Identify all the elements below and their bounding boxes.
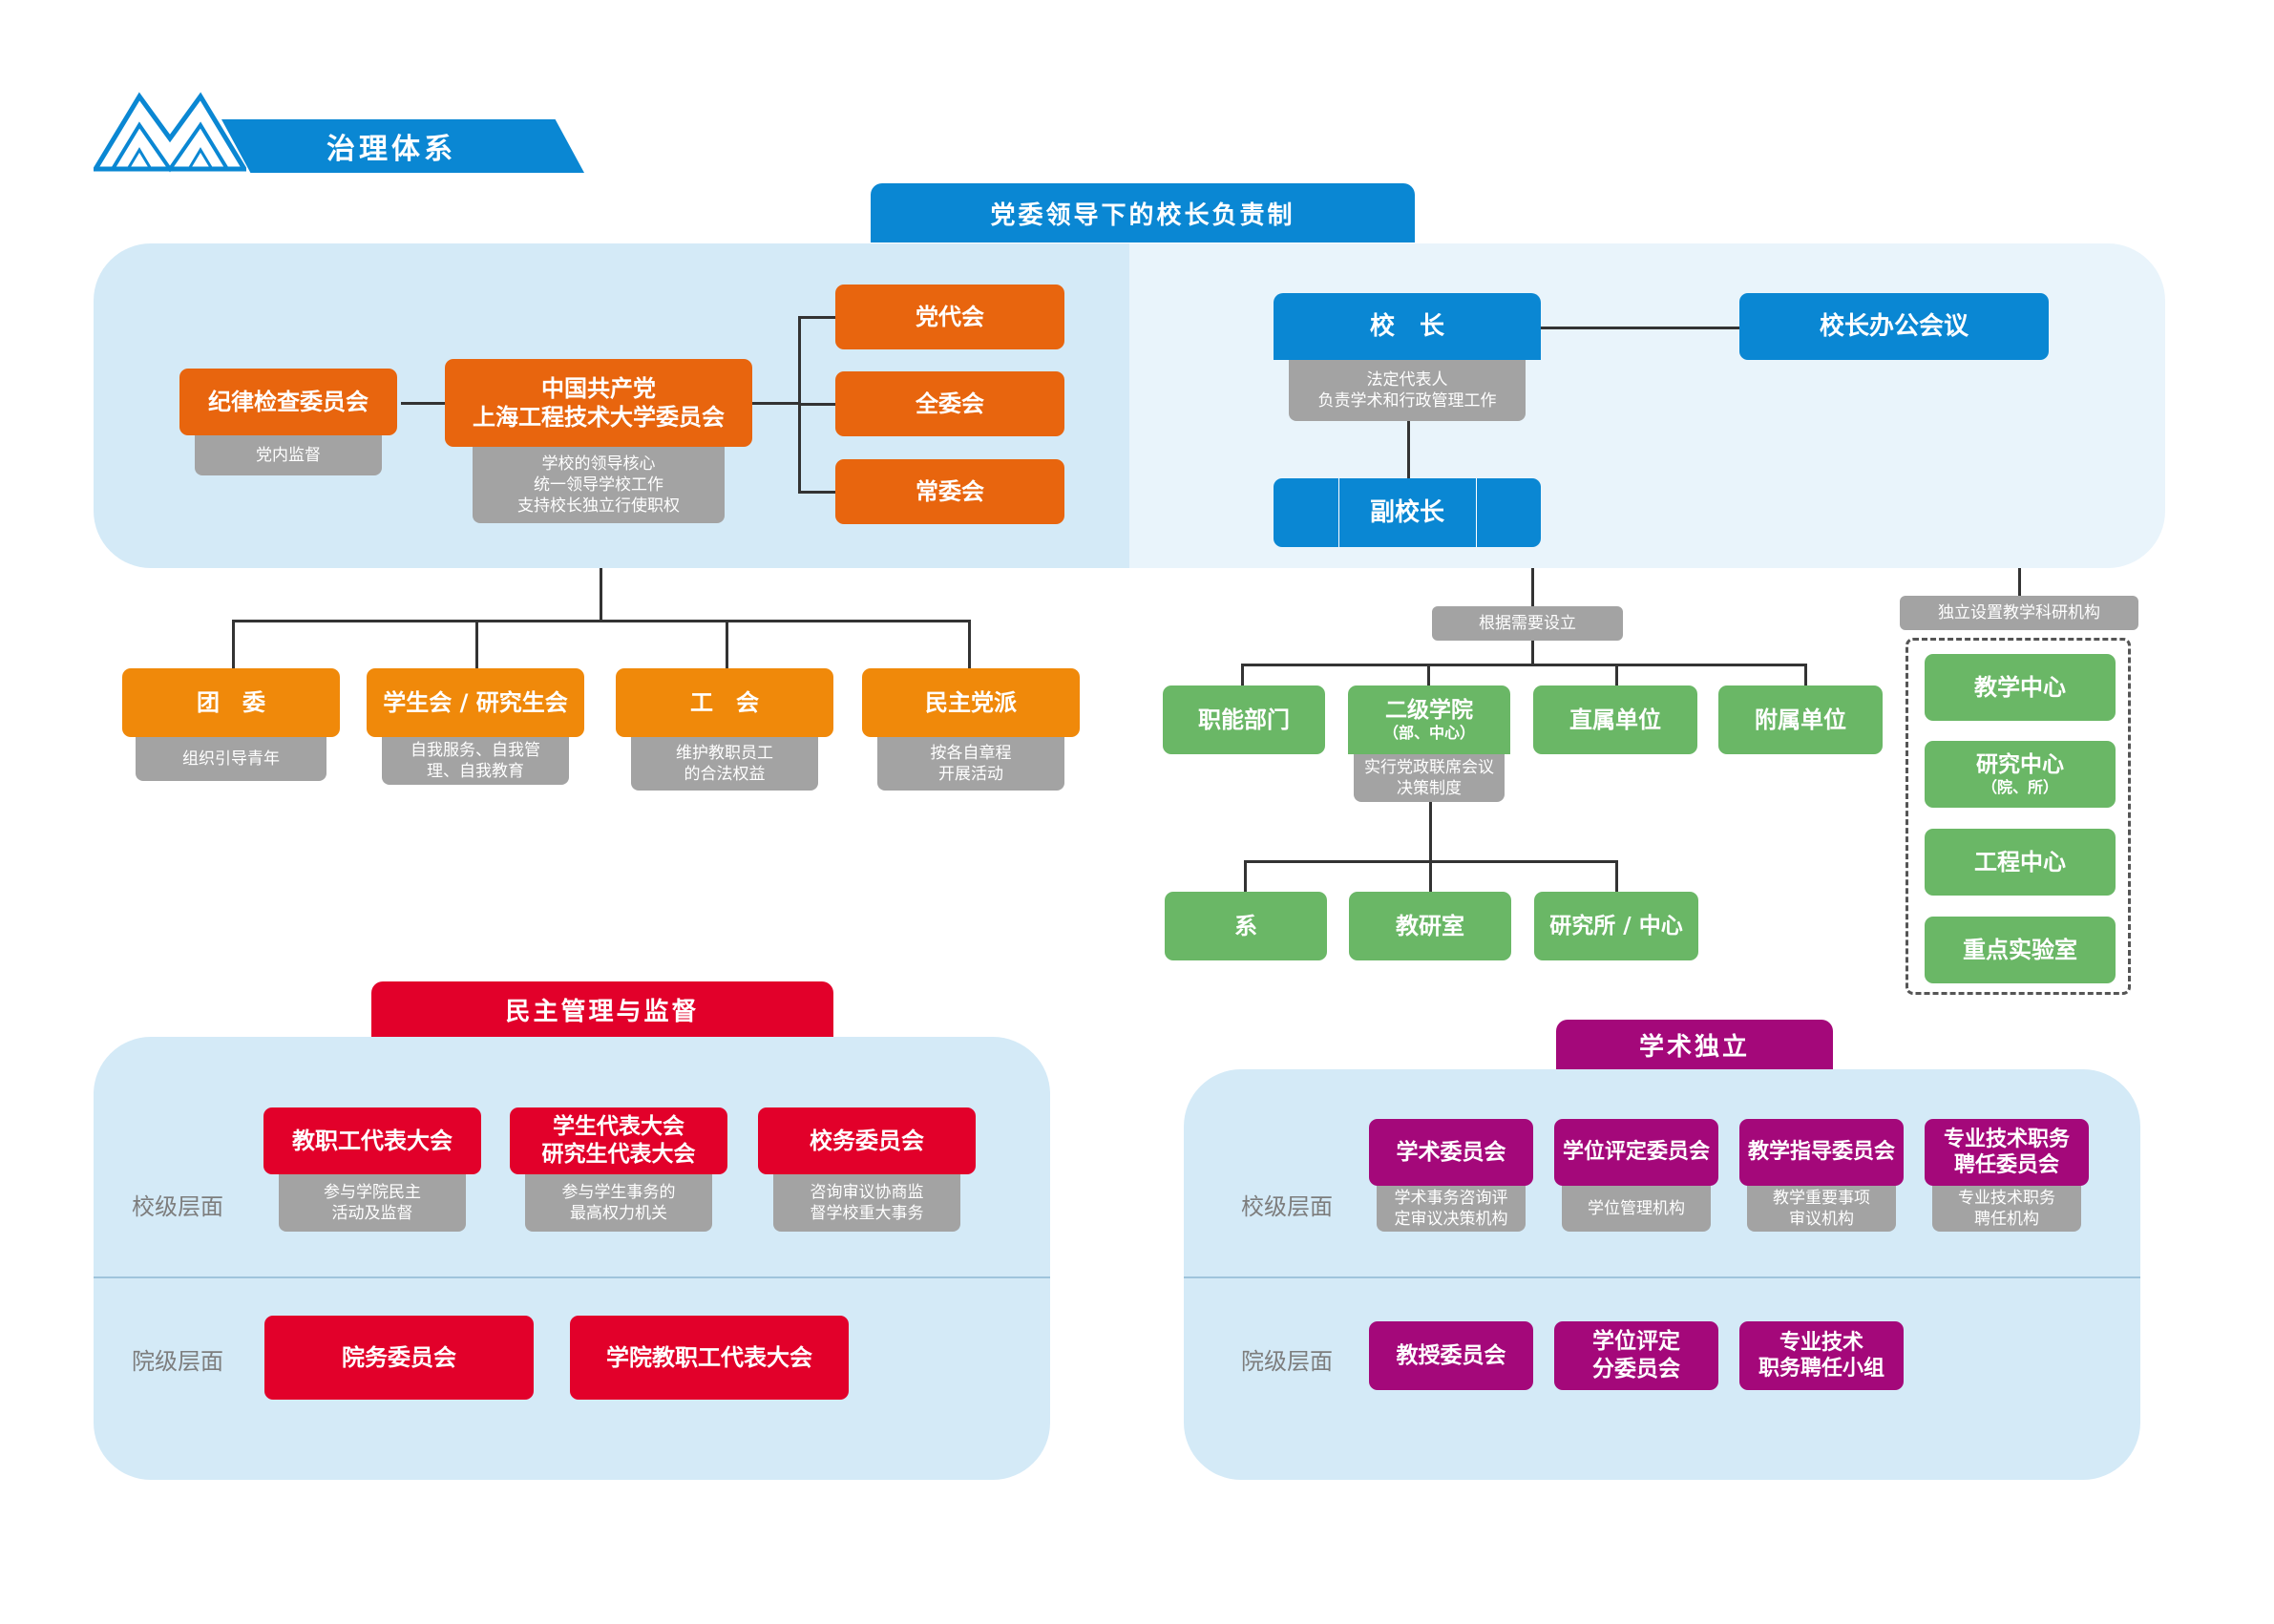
school-affairs-committee-desc: 咨询审议协商监 督学校重大事务 — [773, 1174, 960, 1232]
labor-union-desc: 维护教职员工 的合法权益 — [631, 737, 818, 791]
discipline-committee-label: 纪律检查委员会 — [208, 389, 368, 415]
connector — [401, 402, 449, 405]
degree-committee-desc: 学位管理机构 — [1562, 1186, 1711, 1232]
title-ribbon — [221, 119, 584, 173]
degree-subcommittee-box[interactable]: 学位评定 分委员会 — [1554, 1321, 1718, 1390]
connector — [600, 568, 602, 621]
connector — [1531, 641, 1534, 665]
connector — [1427, 664, 1430, 686]
teaching-office-box[interactable]: 教研室 — [1349, 892, 1511, 960]
youth-league-box[interactable]: 团 委 — [122, 668, 340, 737]
president-box[interactable]: 校 长 — [1274, 293, 1541, 360]
research-center-box[interactable]: 研究中心 （院、所） — [1925, 741, 2116, 808]
engineering-center-box[interactable]: 工程中心 — [1925, 829, 2116, 896]
department-box[interactable]: 系 — [1165, 892, 1327, 960]
connector — [1615, 860, 1618, 893]
research-dashed-frame — [1906, 638, 2131, 995]
research-institutions-label: 独立设置教学科研机构 — [1900, 596, 2138, 630]
connector — [1244, 860, 1247, 893]
youth-league-desc: 组织引导青年 — [136, 737, 326, 781]
staff-congress-box[interactable]: 教职工代表大会 — [263, 1107, 481, 1174]
democratic-parties-box[interactable]: 民主党派 — [862, 668, 1080, 737]
connector — [2018, 568, 2021, 597]
affiliated-units-box[interactable]: 附属单位 — [1718, 685, 1883, 754]
logo-icon — [94, 92, 246, 173]
discipline-committee-box[interactable]: 纪律检查委员会 — [179, 369, 397, 435]
degree-committee-box[interactable]: 学位评定委员会 — [1554, 1119, 1718, 1186]
connector — [232, 620, 235, 669]
student-union-box[interactable]: 学生会 / 研究生会 — [367, 668, 584, 737]
section2-banner: 民主管理与监督 — [371, 981, 833, 1037]
party-committee-desc: 学校的领导核心 统一领导学校工作 支持校长独立行使职权 — [473, 447, 725, 523]
connector — [751, 402, 799, 405]
connector — [726, 620, 728, 669]
level-divider — [1184, 1276, 2140, 1278]
party-committee-line2: 上海工程技术大学委员会 — [473, 404, 725, 431]
as-needed-label: 根据需要设立 — [1432, 606, 1623, 641]
connector — [1429, 802, 1432, 862]
connector — [1429, 860, 1432, 893]
staff-congress-desc: 参与学院民主 活动及监督 — [279, 1174, 466, 1232]
democracy-panel — [94, 1037, 1050, 1480]
connector — [1531, 568, 1534, 606]
president-office-meeting-box[interactable]: 校长办公会议 — [1739, 293, 2049, 360]
college-affairs-committee-box[interactable]: 院务委员会 — [264, 1316, 534, 1400]
discipline-committee-desc: 党内监督 — [195, 435, 382, 475]
academic-committee-box[interactable]: 学术委员会 — [1369, 1119, 1533, 1186]
plenary-committee-box[interactable]: 全委会 — [835, 371, 1064, 436]
vice-president-divider — [1476, 478, 1477, 547]
key-laboratory-box[interactable]: 重点实验室 — [1925, 917, 2116, 983]
section1-banner: 党委领导下的校长负责制 — [871, 183, 1415, 243]
title-appointment-committee-desc: 专业技术职务 聘任机构 — [1932, 1186, 2081, 1232]
democratic-parties-desc: 按各自章程 开展活动 — [877, 737, 1064, 791]
school-level-label: 校级层面 — [132, 1193, 223, 1220]
academic-committee-desc: 学术事务咨询评 定审议决策机构 — [1377, 1186, 1526, 1232]
connector — [798, 316, 838, 319]
school-affairs-committee-box[interactable]: 校务委员会 — [758, 1107, 976, 1174]
secondary-college-desc: 实行党政联席会议 决策制度 — [1354, 754, 1505, 802]
connector — [1241, 664, 1244, 686]
direct-units-box[interactable]: 直属单位 — [1533, 685, 1697, 754]
college-level-label: 院级层面 — [132, 1348, 223, 1375]
standing-committee-box[interactable]: 常委会 — [835, 459, 1064, 524]
teaching-center-box[interactable]: 教学中心 — [1925, 654, 2116, 721]
connector — [1407, 420, 1410, 479]
school-level-label: 校级层面 — [1241, 1193, 1333, 1220]
vice-president-divider — [1338, 478, 1339, 547]
page-title: 治理体系 — [326, 133, 456, 166]
college-staff-congress-box[interactable]: 学院教职工代表大会 — [570, 1316, 849, 1400]
functional-departments-box[interactable]: 职能部门 — [1163, 685, 1325, 754]
student-congress-desc: 参与学生事务的 最高权力机关 — [525, 1174, 712, 1232]
president-desc: 法定代表人 负责学术和行政管理工作 — [1289, 360, 1526, 421]
student-union-desc: 自我服务、自我管 理、自我教育 — [382, 737, 569, 785]
labor-union-box[interactable]: 工 会 — [616, 668, 833, 737]
vice-president-box[interactable]: 副校长 — [1274, 478, 1541, 547]
teaching-guidance-committee-desc: 教学重要事项 审议机构 — [1747, 1186, 1896, 1232]
connector — [232, 620, 971, 622]
secondary-college-box[interactable]: 二级学院 （部、中心） — [1348, 685, 1510, 754]
professor-committee-box[interactable]: 教授委员会 — [1369, 1321, 1533, 1390]
party-committee-box[interactable]: 中国共产党 上海工程技术大学委员会 — [445, 359, 752, 447]
institute-center-box[interactable]: 研究所 / 中心 — [1534, 892, 1698, 960]
level-divider — [94, 1276, 1050, 1278]
connector — [798, 491, 838, 494]
party-congress-box[interactable]: 党代会 — [835, 285, 1064, 349]
section3-banner: 学术独立 — [1556, 1020, 1833, 1069]
college-level-label: 院级层面 — [1241, 1348, 1333, 1375]
title-appointment-group-box[interactable]: 专业技术 职务聘任小组 — [1739, 1321, 1904, 1390]
connector — [475, 620, 478, 669]
connector — [968, 620, 971, 669]
connector — [1539, 327, 1739, 329]
connector — [798, 403, 838, 406]
title-appointment-committee-box[interactable]: 专业技术职务 聘任委员会 — [1925, 1119, 2089, 1186]
connector — [1241, 664, 1807, 666]
connector — [1615, 664, 1618, 686]
student-congress-box[interactable]: 学生代表大会 研究生代表大会 — [510, 1107, 727, 1174]
teaching-guidance-committee-box[interactable]: 教学指导委员会 — [1739, 1119, 1904, 1186]
connector — [1804, 664, 1807, 686]
party-committee-line1: 中国共产党 — [541, 375, 656, 402]
